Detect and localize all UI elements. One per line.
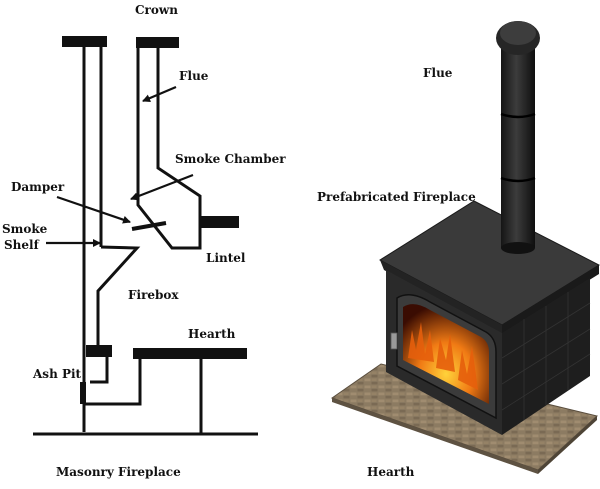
ash-pit-floor [84, 359, 142, 406]
damper-plate [131, 221, 167, 231]
prefab-fireplace-title: Prefabricated Fireplace [317, 190, 476, 204]
masonry-leader-arrows [46, 85, 194, 247]
flue-label-masonry: Flue [179, 69, 209, 83]
flue-pipe-bands [500, 112, 536, 183]
smoke-shelf-label-line2: Shelf [4, 238, 40, 252]
lintel-label: Lintel [206, 251, 246, 265]
damper-label: Damper [11, 180, 65, 194]
flue-pipe-cap-top [500, 21, 536, 45]
hearth-slab-left [86, 345, 112, 357]
hearth-pad-edge [332, 398, 538, 474]
flue-leader-arrow [142, 85, 177, 103]
ash-pit-door [80, 382, 86, 404]
hearth-pad-edge-right [538, 416, 597, 474]
flue-pipe-base [501, 242, 535, 254]
crown-cap-right [136, 37, 179, 48]
ash-pit-label: Ash Pit [32, 367, 82, 381]
prefab-fireplace-drawing [330, 21, 600, 474]
stove-door-handle [390, 332, 398, 350]
firebox-label: Firebox [128, 288, 179, 302]
smoke-chamber-leader-arrow [130, 173, 194, 201]
firebox-back-wall [96, 245, 141, 345]
crown-label: Crown [135, 3, 178, 17]
stove-top-lip-front [380, 260, 502, 334]
ash-pit-chamber [90, 357, 109, 384]
masonry-fireplace-drawing [33, 36, 258, 436]
stove-top-lip-side [502, 265, 599, 334]
smoke-chamber-label: Smoke Chamber [175, 152, 286, 166]
hearth-label-prefab: Hearth [367, 465, 415, 479]
flue-right-wall [136, 48, 202, 250]
hearth-slab-right [133, 348, 247, 359]
hearth-label-masonry: Hearth [188, 327, 236, 341]
flames [408, 322, 478, 390]
flue-label-prefab: Flue [423, 66, 453, 80]
crown-cap-left [62, 36, 107, 47]
damper-leader-arrow [56, 195, 131, 224]
flue-pipe [501, 40, 535, 248]
lintel-block [199, 216, 239, 228]
masonry-fireplace-caption: Masonry Fireplace [56, 465, 181, 479]
stove-side-panels [501, 292, 591, 420]
smoke-shelf-label-line1: Smoke [2, 222, 48, 236]
